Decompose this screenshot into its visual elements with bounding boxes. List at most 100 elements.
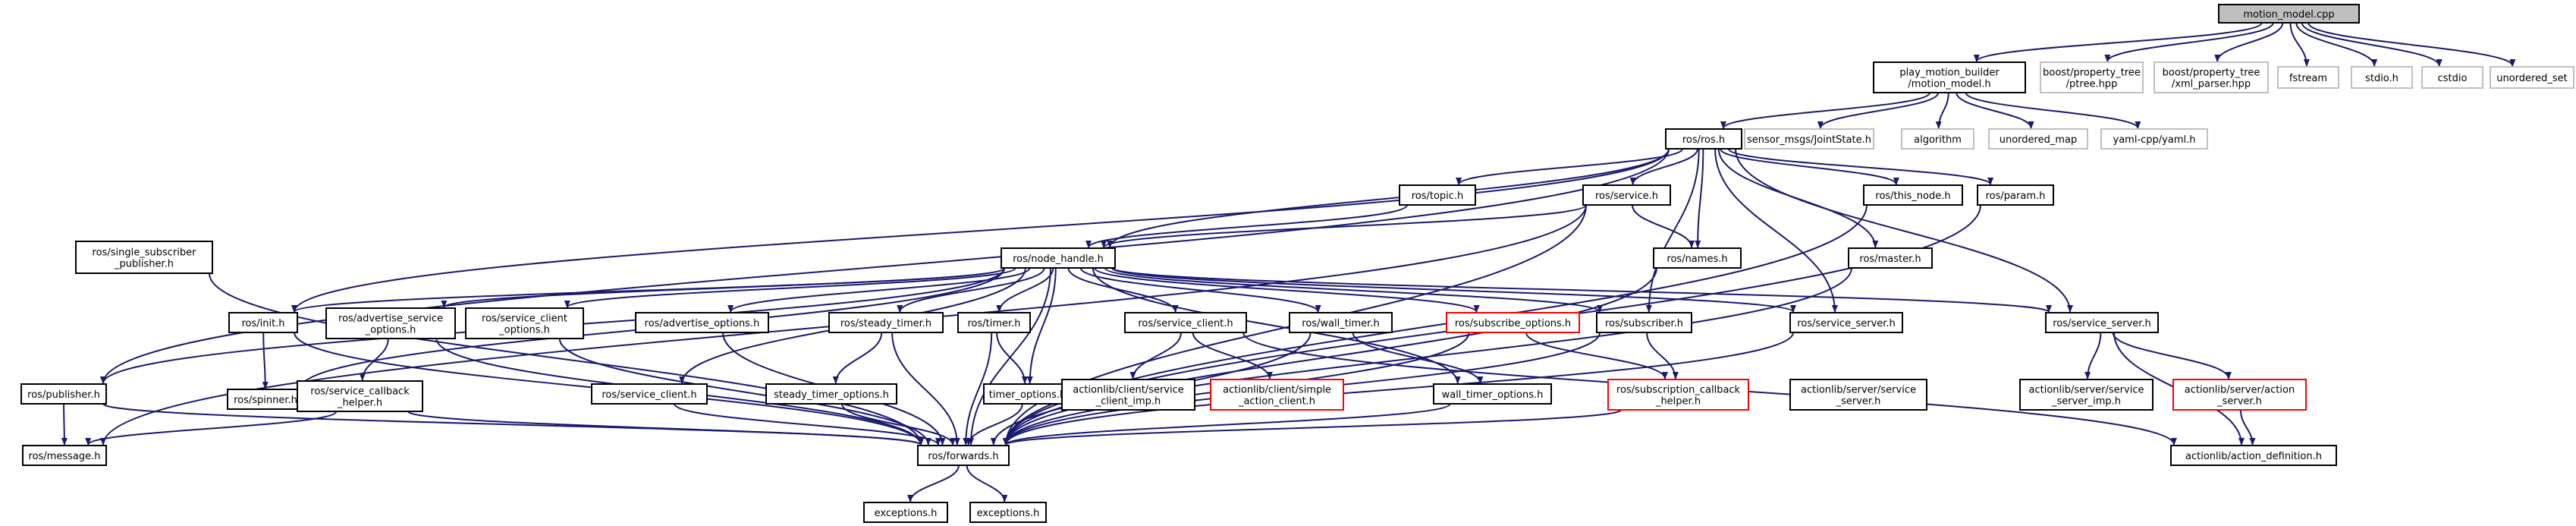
node-names-h[interactable]: ros/names.h bbox=[1653, 247, 1742, 269]
edge-motion-model-cpp-to-boost-ptree bbox=[2104, 22, 2274, 62]
edge-motion-model-cpp-to-stdio-h bbox=[2295, 22, 2378, 67]
node-topic-h[interactable]: ros/topic.h bbox=[1399, 184, 1476, 206]
edge-steady-timer-to-forwards-h bbox=[891, 332, 960, 446]
node-fstream[interactable]: fstream bbox=[2277, 66, 2339, 89]
node-label: play_motion_builder bbox=[1899, 68, 2000, 79]
node-label: steady_timer_options.h bbox=[774, 389, 889, 401]
node-box bbox=[2040, 61, 2144, 93]
node-label: ros/names.h bbox=[1667, 254, 1727, 265]
node-unordered-map[interactable]: unordered_map bbox=[1988, 128, 2088, 150]
node-box bbox=[1289, 312, 1393, 333]
node-label: actionlib/client/service bbox=[1073, 385, 1184, 396]
node-service-server-h[interactable]: ros/service_server.h bbox=[2045, 312, 2159, 333]
node-al-server-imp[interactable]: actionlib/server/service_server_imp.h bbox=[2019, 379, 2153, 411]
node-sub-opts[interactable]: ros/subscribe_options.h bbox=[1446, 312, 1580, 333]
node-adv-opts[interactable]: ros/advertise_options.h bbox=[635, 312, 769, 333]
node-timer-opts[interactable]: timer_options.h bbox=[983, 383, 1072, 405]
node-service-server-h2[interactable]: ros/service_server.h bbox=[1789, 312, 1903, 333]
node-label: ros/spinner.h bbox=[234, 395, 297, 406]
node-box bbox=[591, 383, 708, 405]
node-unordered-set[interactable]: unordered_set bbox=[2490, 66, 2574, 89]
node-label: _server_imp.h bbox=[2051, 396, 2121, 408]
node-timer-h[interactable]: ros/timer.h bbox=[957, 312, 1031, 333]
node-box bbox=[969, 502, 1047, 523]
node-action-definition[interactable]: actionlib/action_definition.h bbox=[2170, 445, 2337, 466]
node-service-client-h2[interactable]: ros/service_client.h bbox=[1124, 312, 1247, 333]
node-exceptions-1[interactable]: exceptions.h bbox=[863, 502, 948, 523]
node-wall-timer[interactable]: ros/wall_timer.h bbox=[1289, 312, 1393, 333]
node-label: ros/steady_timer.h bbox=[840, 318, 931, 329]
node-init-h[interactable]: ros/init.h bbox=[228, 312, 298, 333]
edge-play-motion-builder-to-yaml bbox=[1965, 92, 2141, 129]
node-al-client-imp[interactable]: actionlib/client/service_client_imp.h bbox=[1061, 379, 1195, 411]
edge-node-handle-to-sub-opts bbox=[1093, 267, 1480, 313]
node-boost-ptree[interactable]: boost/property_tree/ptree.hpp bbox=[2040, 61, 2144, 93]
node-al-service-server[interactable]: actionlib/server/service_server.h bbox=[1789, 379, 1927, 411]
node-label: /ptree.hpp bbox=[2066, 79, 2118, 90]
edge-play-motion-builder-to-unordered-map bbox=[1956, 92, 2034, 129]
node-label: _helper.h bbox=[337, 398, 382, 409]
node-publisher-h[interactable]: ros/publisher.h bbox=[20, 383, 107, 405]
node-box bbox=[1061, 379, 1195, 411]
node-steady-timer[interactable]: ros/steady_timer.h bbox=[828, 312, 944, 333]
node-param-h[interactable]: ros/param.h bbox=[1977, 184, 2054, 206]
node-al-simple-client[interactable]: actionlib/client/simple_action_client.h bbox=[1210, 379, 1344, 411]
node-algorithm[interactable]: algorithm bbox=[1901, 128, 1974, 150]
node-subscriber-h[interactable]: ros/subscriber.h bbox=[1596, 312, 1692, 333]
node-box bbox=[75, 241, 213, 274]
node-box bbox=[828, 312, 944, 333]
edge-wall-timer-to-wall-timer-opts bbox=[1352, 332, 1484, 384]
edge-motion-model-cpp-to-fstream bbox=[2289, 22, 2310, 67]
node-service-h[interactable]: ros/service.h bbox=[1582, 184, 1671, 206]
node-cstdio[interactable]: cstdio bbox=[2421, 66, 2483, 89]
node-box bbox=[325, 307, 456, 339]
node-al-action-server[interactable]: actionlib/server/action_server.h bbox=[2172, 379, 2307, 411]
node-box bbox=[1001, 247, 1116, 269]
node-label: ros/publisher.h bbox=[27, 389, 100, 401]
edge-ros-h-to-this-node bbox=[1720, 148, 1899, 185]
node-yaml[interactable]: yaml-cpp/yaml.h bbox=[2100, 128, 2208, 150]
node-srv-client-opts[interactable]: ros/service_client_options.h bbox=[465, 307, 584, 339]
node-spinner-h[interactable]: ros/spinner.h bbox=[227, 389, 304, 410]
node-box bbox=[297, 380, 423, 412]
edge-motion-model-cpp-to-unordered-set bbox=[2307, 22, 2516, 67]
node-joint-state[interactable]: sensor_msgs/JointState.h bbox=[1744, 128, 1874, 150]
node-stdio-h[interactable]: stdio.h bbox=[2351, 66, 2413, 89]
node-wall-timer-opts[interactable]: wall_timer_options.h bbox=[1433, 383, 1552, 405]
node-steady-timer-opts[interactable]: steady_timer_options.h bbox=[765, 383, 897, 405]
node-label: ros/subscriber.h bbox=[1605, 318, 1683, 329]
node-exceptions-2[interactable]: exceptions.h bbox=[969, 502, 1047, 523]
node-label: /motion_model.h bbox=[1908, 79, 1990, 90]
node-label: fstream bbox=[2289, 73, 2327, 84]
node-label: unordered_set bbox=[2496, 73, 2567, 84]
node-box bbox=[2172, 379, 2307, 411]
edge-node-handle-to-timer-opts bbox=[1026, 267, 1057, 384]
node-box bbox=[863, 502, 948, 523]
node-box bbox=[1210, 379, 1344, 411]
node-service-client-h1[interactable]: ros/service_client.h bbox=[591, 383, 708, 405]
node-forwards-h[interactable]: ros/forwards.h bbox=[917, 445, 1010, 466]
edge-node-handle-to-steady-timer bbox=[897, 267, 1045, 313]
edge-al-action-server-to-action-definition bbox=[2239, 409, 2256, 446]
node-master-h[interactable]: ros/master.h bbox=[1848, 247, 1933, 269]
node-label: ros/service_client.h bbox=[1138, 318, 1233, 329]
node-boost-xml[interactable]: boost/property_tree/xml_parser.hpp bbox=[2153, 61, 2269, 93]
node-this-node[interactable]: ros/this_node.h bbox=[1863, 184, 1963, 206]
node-sub-cb-helper[interactable]: ros/subscription_callback_helper.h bbox=[1607, 379, 1749, 411]
edge-timer-h-to-timer-opts bbox=[996, 332, 1028, 384]
node-message-h[interactable]: ros/message.h bbox=[22, 445, 107, 466]
node-box bbox=[20, 383, 107, 405]
node-adv-srv-opts[interactable]: ros/advertise_service_options.h bbox=[325, 307, 456, 339]
node-play-motion-builder[interactable]: play_motion_builder/motion_model.h bbox=[1873, 61, 2026, 93]
node-single-sub-pub[interactable]: ros/single_subscriber_publisher.h bbox=[75, 241, 213, 274]
node-srv-cb-helper[interactable]: ros/service_callback_helper.h bbox=[297, 380, 423, 412]
edge-play-motion-builder-to-algorithm bbox=[1935, 92, 1949, 129]
node-box bbox=[1873, 61, 2026, 93]
node-box bbox=[2490, 66, 2574, 89]
node-motion-model-cpp[interactable]: motion_model.cpp bbox=[2218, 4, 2360, 24]
edge-service-h-to-node-handle bbox=[1101, 204, 1587, 248]
node-node-handle[interactable]: ros/node_handle.h bbox=[1001, 247, 1116, 269]
node-box bbox=[1433, 383, 1552, 405]
node-ros-h[interactable]: ros/ros.h bbox=[1665, 128, 1742, 150]
node-label: actionlib/server/service bbox=[2029, 385, 2144, 396]
